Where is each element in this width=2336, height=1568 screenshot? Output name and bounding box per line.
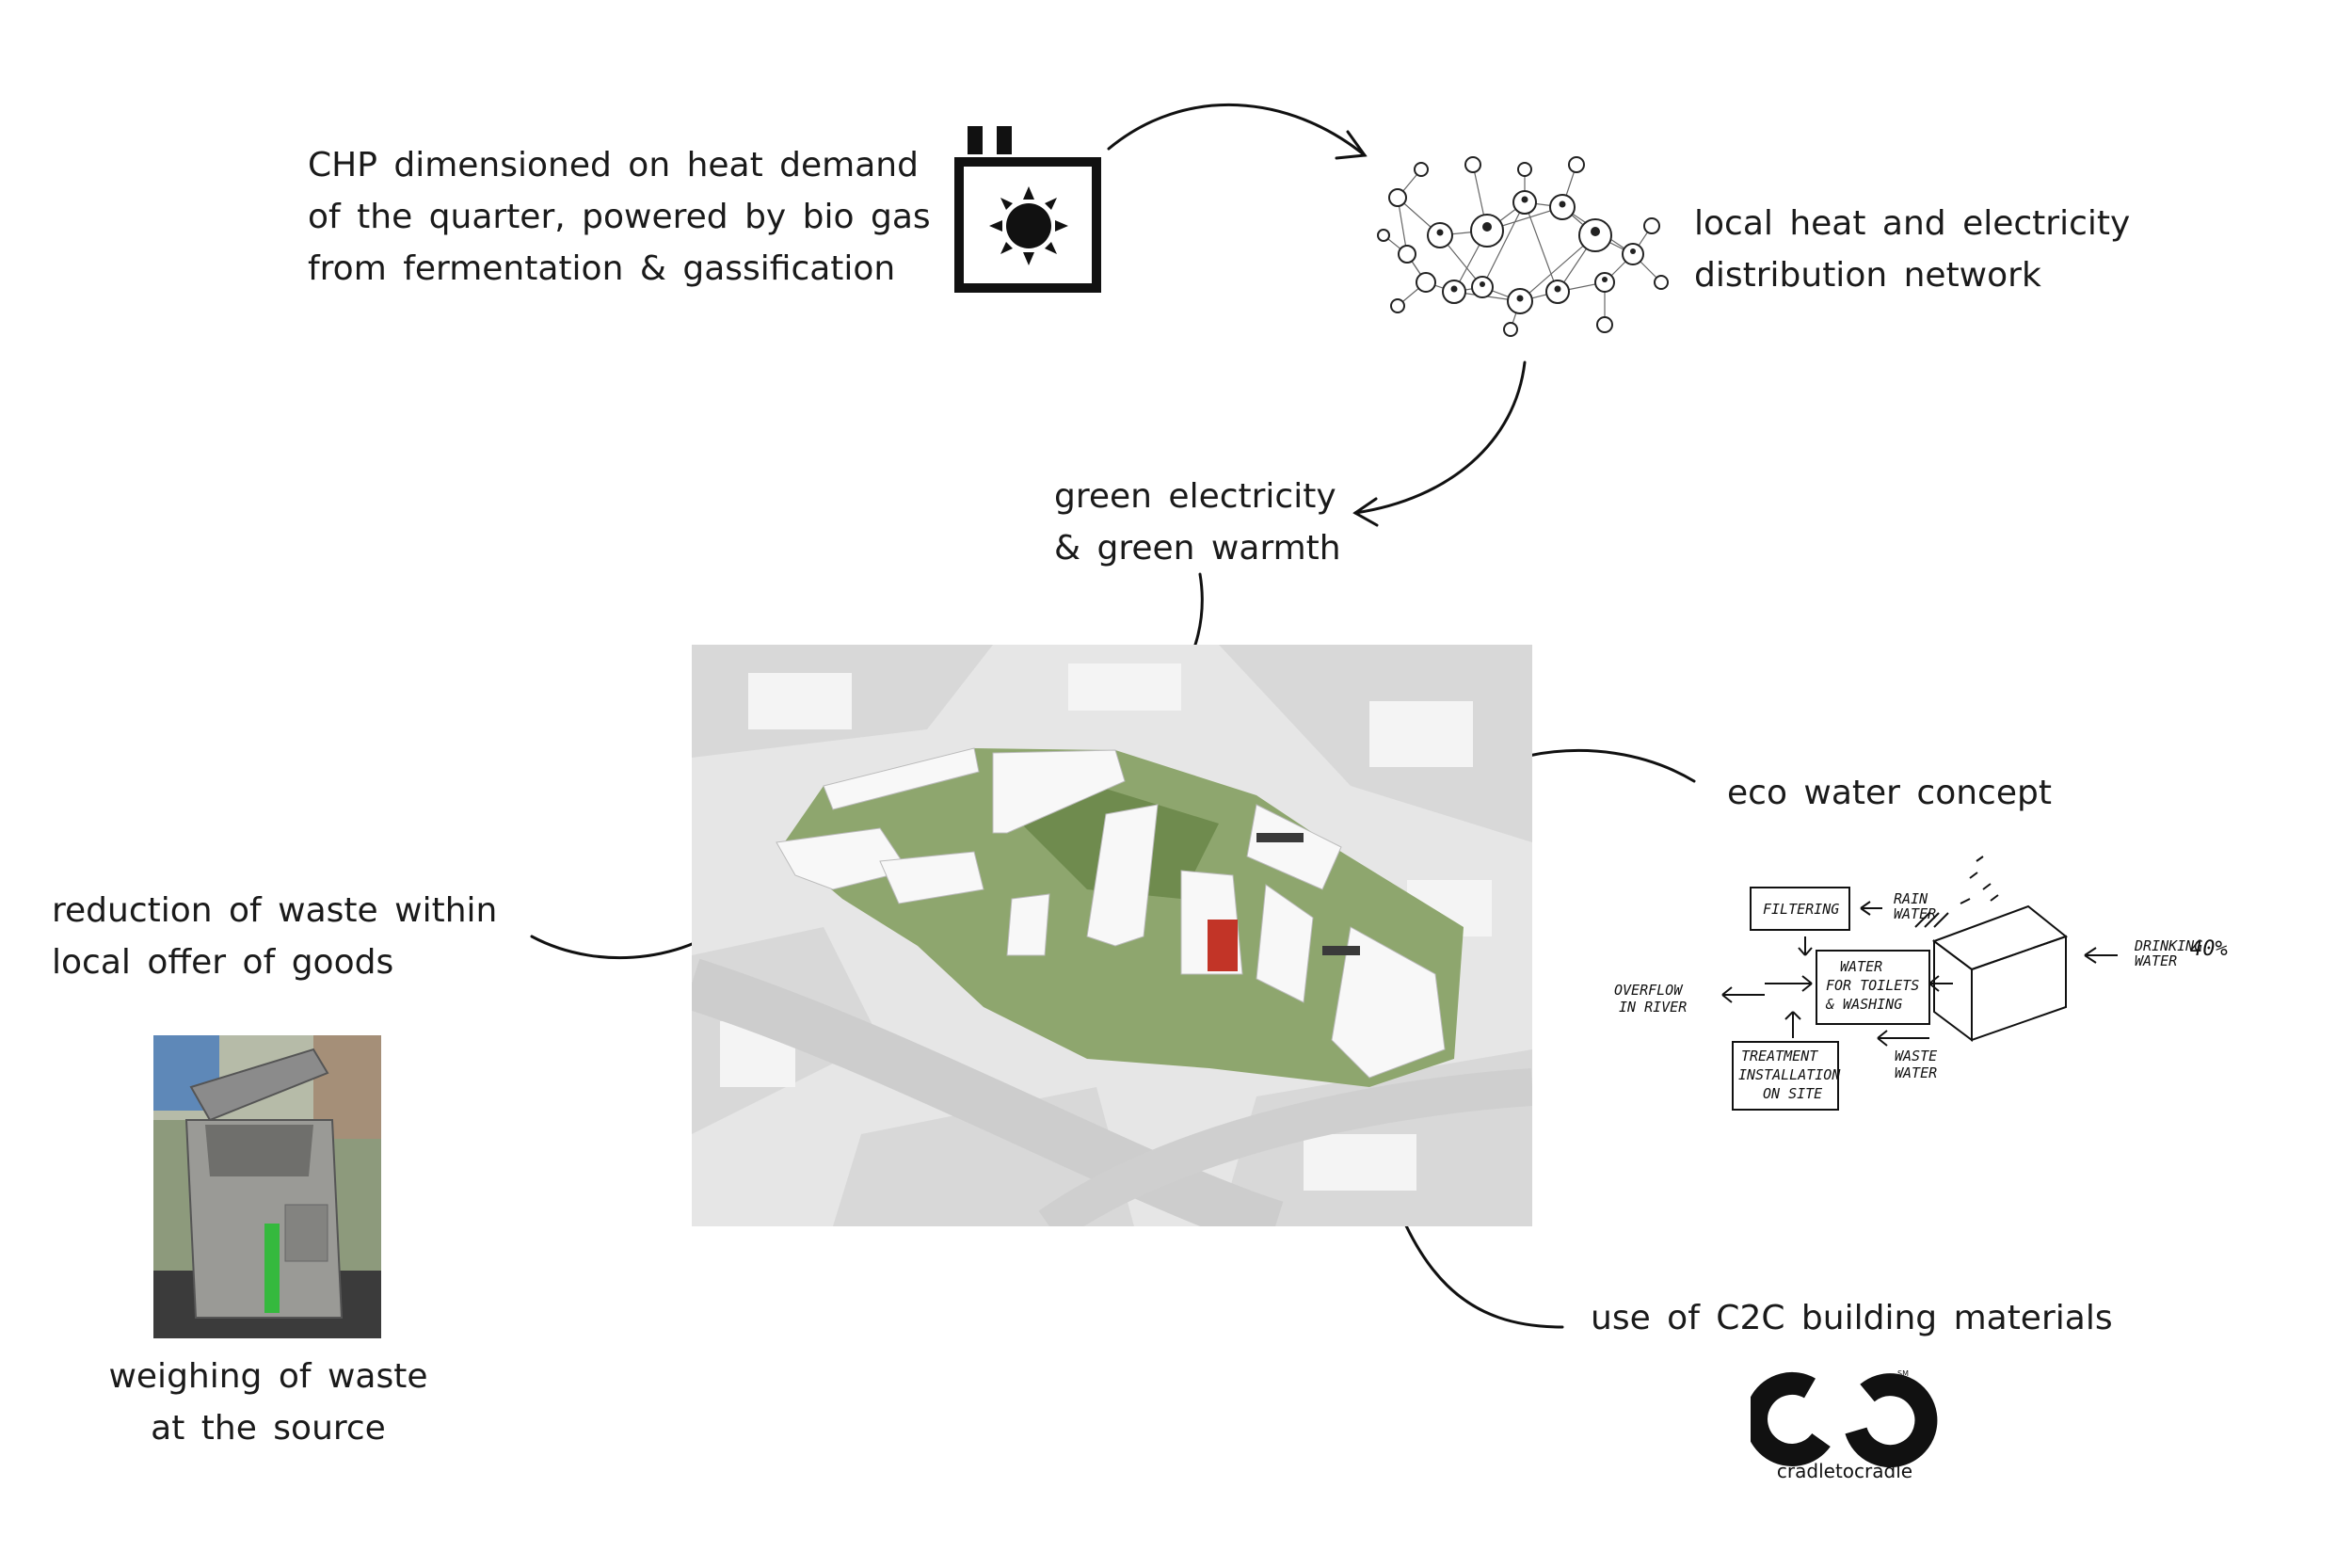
waste-reduction-caption: reduction of waste within local offer of… xyxy=(52,885,497,988)
sketch-rain-label: WATER xyxy=(1894,905,1936,922)
logo-service-mark: SM xyxy=(1897,1369,1909,1378)
sketch-toilet-label: & WASHING xyxy=(1825,996,1902,1013)
waste-weighing-caption: weighing of waste at the source xyxy=(94,1351,442,1454)
sketch-toilet-label: WATER xyxy=(1840,958,1882,975)
network-caption-line: distribution network xyxy=(1694,256,2041,295)
chp-plant-icon xyxy=(954,126,1101,293)
sketch-waste-label: WASTE xyxy=(1895,1048,1937,1064)
chp-caption: CHP dimensioned on heat demand of the qu… xyxy=(308,139,931,295)
sketch-drinking-label: WATER xyxy=(2135,952,2177,969)
aerial-site-render xyxy=(692,645,1532,1226)
network-cloud-icon xyxy=(1377,156,1669,337)
sketch-drinking-label: DRINKING xyxy=(2134,937,2202,954)
eco-water-caption: eco water concept xyxy=(1727,774,2052,812)
waste-weighing-caption-line: at the source xyxy=(151,1409,386,1448)
green-energy-caption-line: green electricity xyxy=(1054,477,1336,516)
chp-caption-line: from fermentation & gassification xyxy=(308,249,896,288)
cradle-to-cradle-logo: SM cradletocradle xyxy=(1751,1369,1938,1482)
sketch-overflow-label: IN RIVER xyxy=(1619,999,1687,1016)
sketch-filtering-label: FILTERING xyxy=(1763,901,1839,918)
waste-bin-photo xyxy=(153,1035,381,1338)
green-energy-caption: green electricity & green warmth xyxy=(1054,471,1341,574)
sketch-percent-label: 40% xyxy=(2190,937,2228,961)
eco-water-sketch: FILTERING RAIN WATER WATER FOR TOILETS &… xyxy=(1614,856,2228,1111)
network-caption: local heat and electricity distribution … xyxy=(1694,198,2130,301)
chp-caption-line: of the quarter, powered by bio gas xyxy=(308,198,931,236)
waste-reduction-caption-line: reduction of waste within xyxy=(52,891,498,930)
sketch-overflow-label: OVERFLOW xyxy=(1614,982,1684,999)
sketch-toilet-label: FOR TOILETS xyxy=(1826,977,1919,994)
sketch-waste-label: WATER xyxy=(1895,1064,1937,1081)
waste-reduction-caption-line: local offer of goods xyxy=(52,943,394,982)
sketch-treatment-label: ON SITE xyxy=(1763,1085,1822,1102)
waste-weighing-caption-line: weighing of waste xyxy=(108,1357,428,1396)
logo-wordmark: cradletocradle xyxy=(1777,1460,1912,1482)
network-caption-line: local heat and electricity xyxy=(1694,204,2131,243)
sketch-treatment-label: INSTALLATION xyxy=(1738,1066,1841,1083)
sketch-rain-label: RAIN xyxy=(1894,890,1928,907)
green-energy-caption-line: & green warmth xyxy=(1054,529,1341,568)
chp-caption-line: CHP dimensioned on heat demand xyxy=(308,146,919,184)
c2c-caption: use of C2C building materials xyxy=(1591,1299,2113,1337)
sketch-treatment-label: TREATMENT xyxy=(1741,1048,1818,1064)
